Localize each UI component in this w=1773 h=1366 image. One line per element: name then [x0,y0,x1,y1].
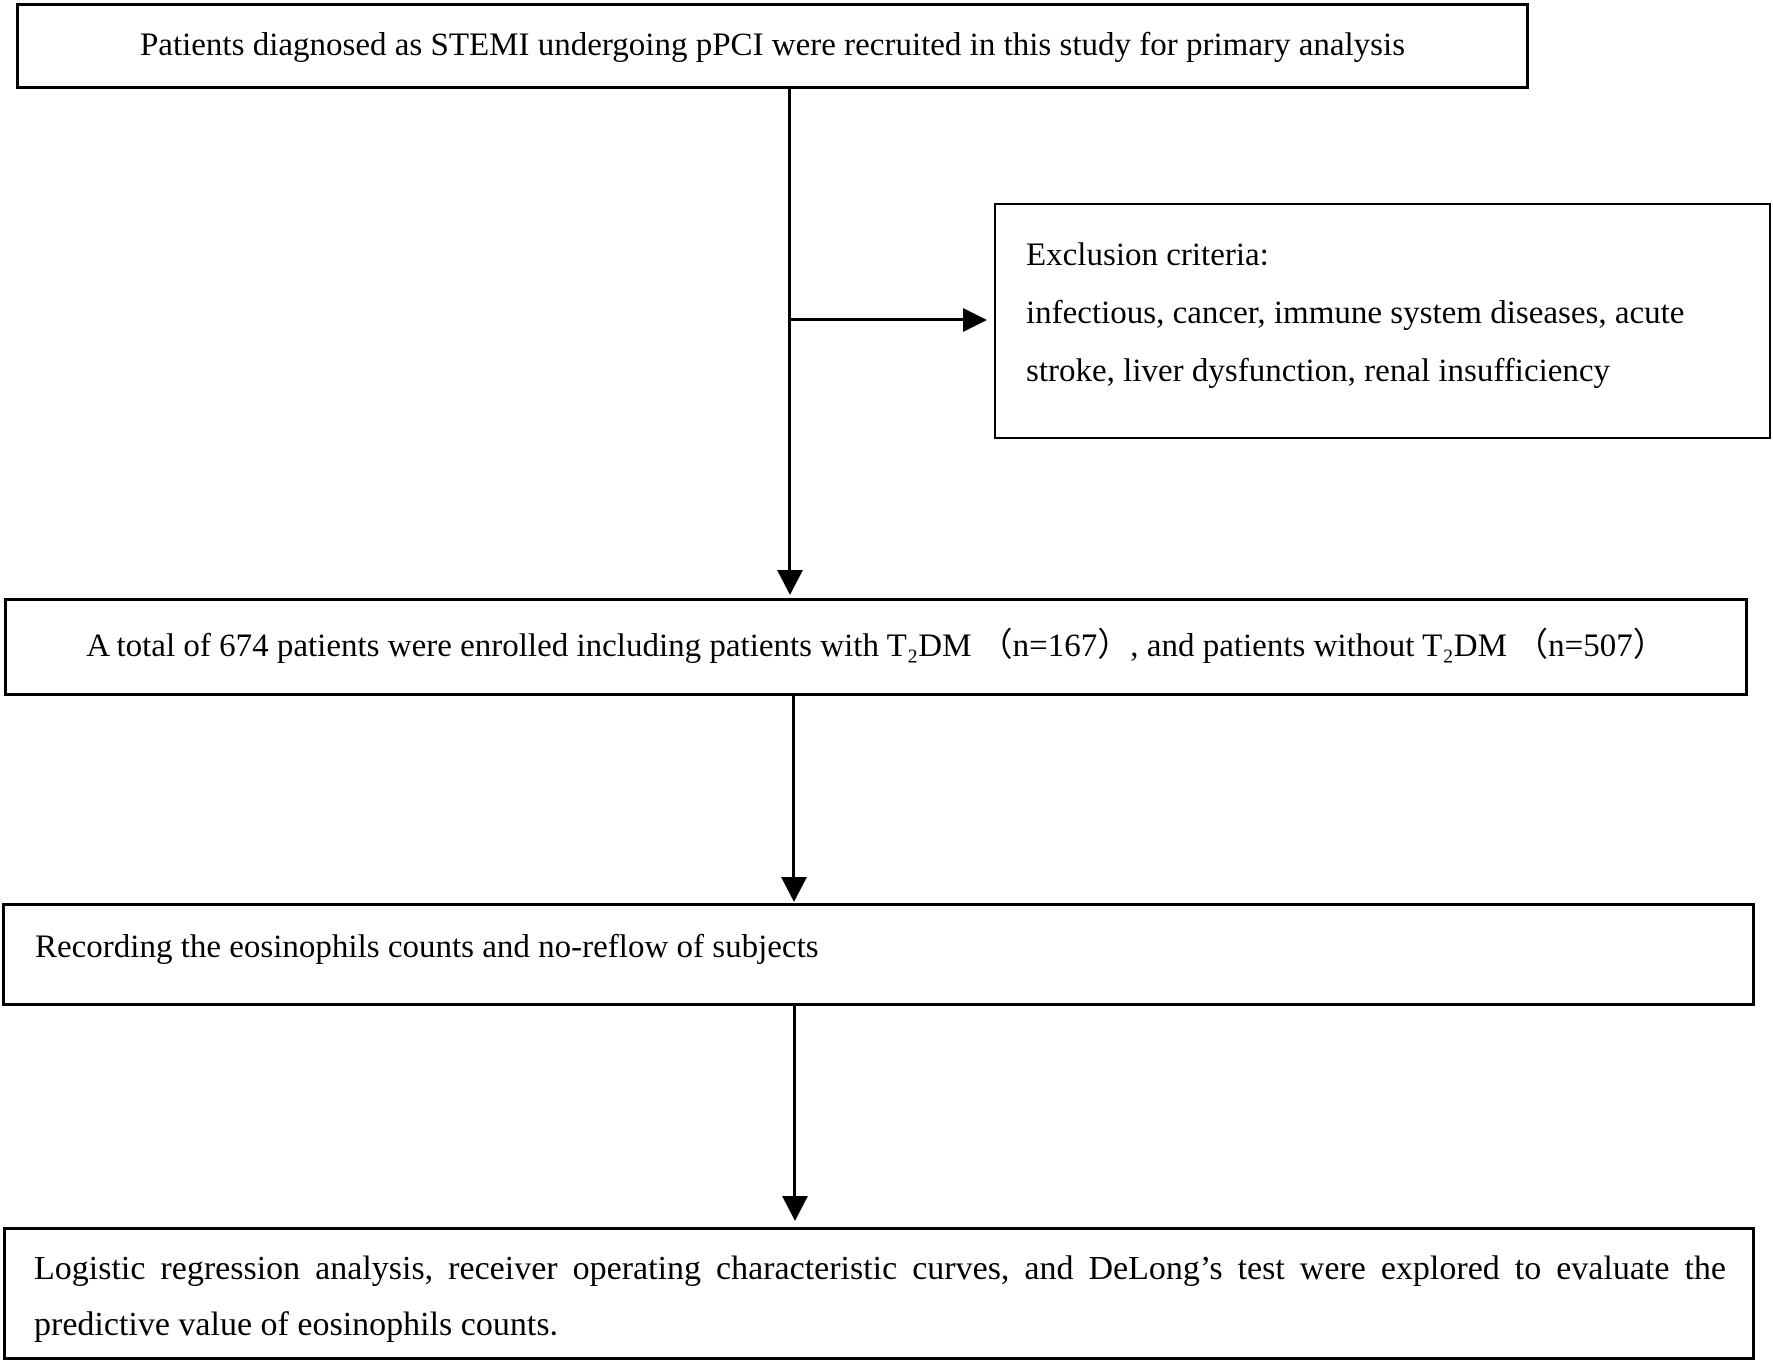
arrowhead-down-icon [782,1196,808,1221]
recruitment-text: Patients diagnosed as STEMI undergoing p… [139,27,1406,64]
recording-box: Recording the eosinophils counts and no-… [2,903,1755,1006]
arrow-stem-enrollment-to-recording [792,695,795,877]
enrollment-text: A total of 674 patients were enrolled in… [86,628,1666,665]
arrow-stem-recording-to-analysis [793,1006,796,1196]
recruitment-box: Patients diagnosed as STEMI undergoing p… [16,3,1529,89]
exclusion-line: infectious, cancer, immune system diseas… [1026,295,1685,331]
arrowhead-down-icon [777,570,803,595]
recording-text: Recording the eosinophils counts and no-… [35,928,819,965]
arrowhead-down-icon [781,877,807,902]
arrowhead-right-icon [963,308,987,332]
analysis-text: Logistic regression analysis, receiver o… [34,1250,1726,1343]
analysis-box: Logistic regression analysis, receiver o… [3,1227,1755,1360]
enrollment-box: A total of 674 patients were enrolled in… [4,598,1748,696]
arrow-stem-recruitment-to-enrollment [788,88,791,570]
exclusion-title: Exclusion criteria: [1026,237,1269,273]
arrow-stem-exclusion-branch [788,318,965,321]
exclusion-criteria-box: Exclusion criteria: infectious, cancer, … [994,203,1771,439]
exclusion-line: stroke, liver dysfunction, renal insuffi… [1026,353,1611,389]
